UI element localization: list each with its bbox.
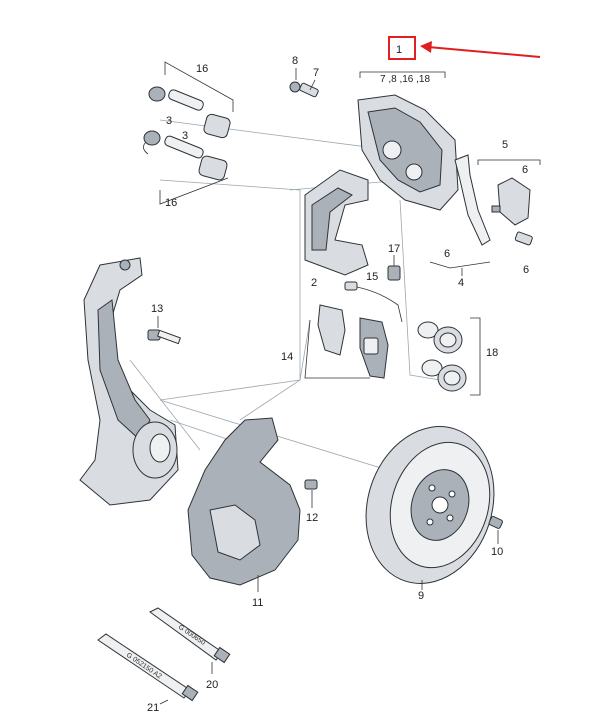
bleeder-valve	[299, 82, 319, 98]
callout-11: 11	[252, 597, 263, 609]
wear-sensor	[344, 255, 403, 323]
dust-cap-lower	[143, 130, 161, 146]
callout-18: 18	[486, 347, 498, 359]
callout-1-sub: 7 ,8 ,16 ,18	[380, 74, 430, 85]
piston-seal-set	[417, 317, 481, 396]
brake-pads	[304, 304, 389, 379]
callout-20: 20	[206, 679, 218, 691]
callout-3-lower: 3	[182, 130, 188, 142]
callout-14: 14	[281, 351, 293, 363]
callout-4: 4	[458, 277, 464, 289]
callout-1: 1	[396, 44, 402, 56]
callout-10: 10	[491, 546, 503, 558]
tube-21-text: G 052150 A2	[125, 652, 163, 681]
callout-15: 15	[366, 271, 378, 283]
disc-screw	[488, 515, 503, 544]
brake-caliper	[357, 71, 459, 211]
bushing-lower	[198, 155, 228, 181]
callout-2: 2	[311, 277, 317, 289]
brake-disc	[365, 426, 495, 590]
bushing-upper	[203, 113, 231, 139]
callout-16-upper: 16	[196, 63, 208, 75]
dust-cap-upper	[148, 86, 166, 102]
hub-bolt	[147, 316, 182, 345]
callout-labels: 1 7 ,8 ,16 ,18 2 3 3 4 5 6 6 6 7 8 9 10 …	[147, 44, 529, 714]
callout-1-highlight	[388, 36, 541, 60]
callout-12: 12	[306, 512, 318, 524]
callout-21: 21	[147, 702, 159, 714]
guide-pin-lower	[164, 135, 204, 159]
callout-17: 17	[388, 243, 400, 255]
grease-tube-20	[149, 607, 231, 674]
steering-knuckle	[79, 257, 179, 506]
caliper-bracket	[304, 169, 369, 276]
shield-bolt	[304, 479, 318, 508]
callout-5: 5	[502, 139, 508, 151]
callout-7: 7	[313, 67, 319, 79]
callout-3-upper: 3	[166, 115, 172, 127]
callout-6-bottom: 6	[444, 248, 450, 260]
callout-9: 9	[418, 590, 424, 602]
callout-6-right: 6	[522, 164, 528, 176]
guide-pin-set	[143, 61, 234, 205]
bleeder-cap	[289, 81, 301, 93]
grease-tube-21	[97, 633, 199, 705]
spring-and-shim-set	[429, 154, 541, 276]
splash-shield	[187, 417, 301, 592]
guide-pin-upper	[168, 89, 204, 111]
bleeder-screw	[289, 68, 319, 98]
callout-8: 8	[292, 55, 298, 67]
callout-13: 13	[151, 303, 163, 315]
callout-6-screw: 6	[523, 264, 529, 276]
callout-16-lower: 16	[165, 197, 177, 209]
